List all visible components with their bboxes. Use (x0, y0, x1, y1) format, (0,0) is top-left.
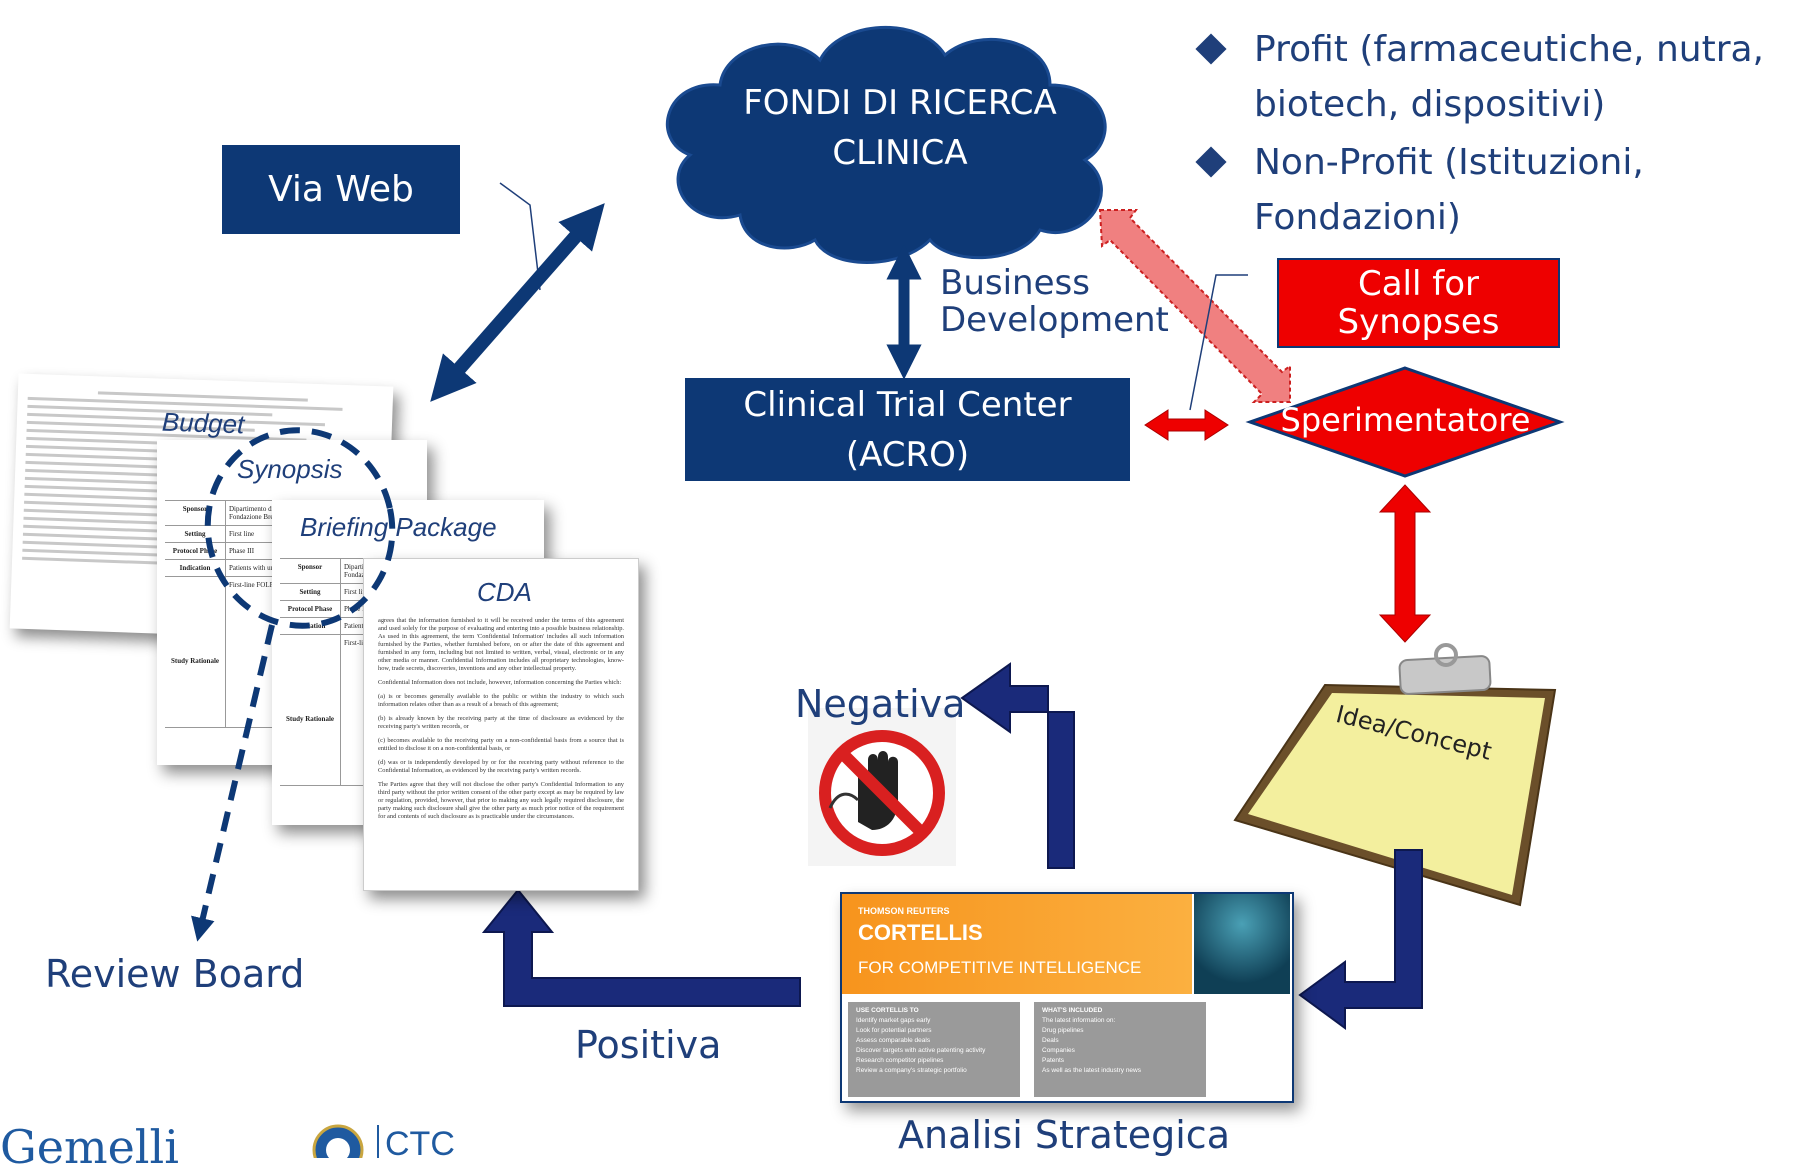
negativa-label: Negativa (795, 682, 966, 726)
cortellis-banner (842, 894, 1192, 994)
cda-title: CDA (477, 577, 532, 607)
sperimentatore-diamond (1245, 366, 1565, 478)
gemelli-seal-icon (312, 1124, 379, 1158)
call-leader (1189, 274, 1248, 411)
cortellis-diver-image (1194, 894, 1290, 994)
synopsis-title: Synopsis (237, 454, 343, 484)
analisi-to-documents-arrow (481, 888, 801, 1007)
cortellis-brand: CORTELLIS (858, 920, 983, 945)
business-development-label: Business Development (940, 263, 1169, 340)
review-selection-ellipse (204, 427, 396, 629)
cortellis-tagline: FOR COMPETITIVE INTELLIGENCE (858, 958, 1142, 977)
ctc-sperimentatore-arrow (1144, 409, 1229, 441)
fondi-label: FONDI DI RICERCA CLINICA (743, 83, 1057, 173)
cortellis-brand-top: THOMSON REUTERS (858, 906, 950, 916)
cortellis-left-panel: USE CORTELLIS TO Identify market gaps ea… (848, 1002, 1020, 1097)
analisi-to-negativa-arrow (960, 662, 1075, 869)
briefing-package-title: Briefing Package (300, 512, 497, 542)
positiva-label: Positiva (575, 1023, 722, 1067)
idea-to-analisi-arrow (1298, 849, 1423, 1030)
sperimentatore-label: Sperimentatore (1280, 401, 1531, 439)
cortellis-right-panel: WHAT'S INCLUDED The latest information o… (1034, 1002, 1206, 1097)
ctc-box: Clinical Trial Center (ACRO) (685, 378, 1130, 481)
call-for-synopses-box: Call for Synopses (1277, 258, 1560, 348)
clipboard-icon (1233, 643, 1557, 907)
ctc-logo-text: CTC (385, 1125, 455, 1163)
gemelli-logo-text: Gemelli (0, 1120, 179, 1174)
via-web-box: Via Web (222, 145, 460, 234)
web-double-arrow (430, 203, 605, 402)
cda-body: agrees that the information furnished to… (378, 617, 624, 820)
review-board-label: Review Board (45, 952, 305, 996)
no-entry-hand-icon (808, 708, 956, 866)
sperimentatore-idea-arrow (1378, 484, 1432, 643)
cda-document: CDA agrees that the information furnishe… (363, 558, 639, 891)
review-board-dashed-arrow (191, 624, 275, 942)
cortellis-card: THOMSON REUTERS CORTELLIS FOR COMPETITIV… (840, 892, 1294, 1103)
analisi-strategica-label: Analisi Strategica (898, 1113, 1230, 1157)
call-diagonal-arrow (1098, 209, 1291, 403)
